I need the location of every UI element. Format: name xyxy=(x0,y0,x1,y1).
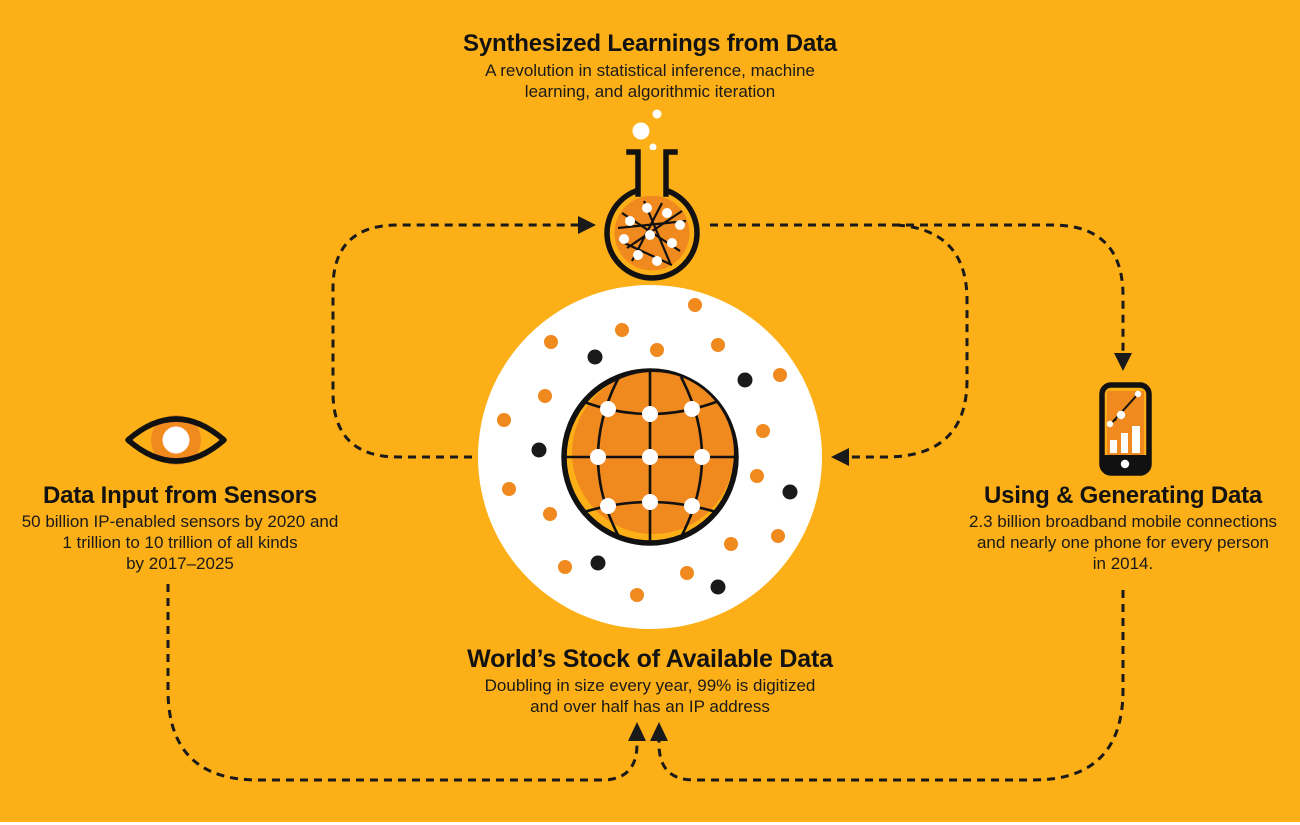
usage-title: Using & Generating Data xyxy=(983,482,1263,509)
phone-trend-line xyxy=(1106,390,1142,428)
flow-learnings-to-usage xyxy=(710,223,1125,352)
flask-bubbles xyxy=(632,109,662,151)
stock-title: World’s Stock of Available Data xyxy=(467,645,833,673)
learnings-title: Synthesized Learnings from Data xyxy=(463,30,837,57)
usage-description-line-3: in 2014. xyxy=(1092,554,1154,573)
stock-description-line-2: and over half has an IP address xyxy=(530,697,770,716)
stock-description-line-1: Doubling in size every year, 99% is digi… xyxy=(484,676,816,695)
flow-stock-to-learnings xyxy=(331,223,578,459)
arrowhead-into-globe xyxy=(831,448,849,466)
sensors-description-line-1: 50 billion IP-enabled sensors by 2020 an… xyxy=(21,512,339,531)
flask-network-dots xyxy=(619,203,685,266)
arrowhead-into-phone xyxy=(1114,353,1132,371)
eye-outline xyxy=(125,416,227,464)
usage-description-line-2: and nearly one phone for every person xyxy=(976,533,1270,552)
globe-icon xyxy=(478,285,822,629)
flow-arrowheads xyxy=(578,216,1132,741)
flow-sensors-to-stock xyxy=(166,584,639,782)
arrowhead-into-stock-right xyxy=(650,722,668,741)
bottom-edge-strip xyxy=(0,822,1300,825)
globe-nodes xyxy=(590,401,710,514)
flow-paths xyxy=(166,223,1125,782)
sensors-title: Data Input from Sensors xyxy=(42,482,318,509)
sensors-description-line-3: by 2017–2025 xyxy=(126,554,234,573)
eye-pupil xyxy=(162,426,190,454)
phone-home-button xyxy=(1120,459,1130,469)
data-dots-orange xyxy=(497,298,787,602)
sensors-description: 50 billion IP-enabled sensors by 2020 an… xyxy=(22,511,339,574)
flow-learnings-to-stock xyxy=(848,223,969,459)
learnings-subtitle-line-2: learning, and algorithmic iteration xyxy=(524,82,776,101)
usage-description: 2.3 billion broadband mobile connections… xyxy=(969,511,1277,574)
flask-neck-gap xyxy=(640,150,664,196)
stock-description: Doubling in size every year, 99% is digi… xyxy=(485,675,816,717)
flask-neck xyxy=(626,149,678,197)
phone-bar-chart xyxy=(1110,426,1140,453)
arrowhead-into-flask xyxy=(578,216,596,234)
learnings-subtitle-line-1: A revolution in statistical inference, m… xyxy=(485,61,815,80)
data-dots-black xyxy=(531,349,798,595)
eye-icon xyxy=(125,415,227,465)
usage-description-line-1: 2.3 billion broadband mobile connections xyxy=(968,512,1278,531)
flow-usage-to-stock xyxy=(657,590,1125,782)
flask-icon xyxy=(604,109,700,281)
learnings-subtitle: A revolution in statistical inference, m… xyxy=(485,60,815,102)
phone-icon xyxy=(1099,382,1152,476)
arrowhead-into-stock-left xyxy=(628,722,646,741)
sensors-description-line-2: 1 trillion to 10 trillion of all kinds xyxy=(62,533,298,552)
